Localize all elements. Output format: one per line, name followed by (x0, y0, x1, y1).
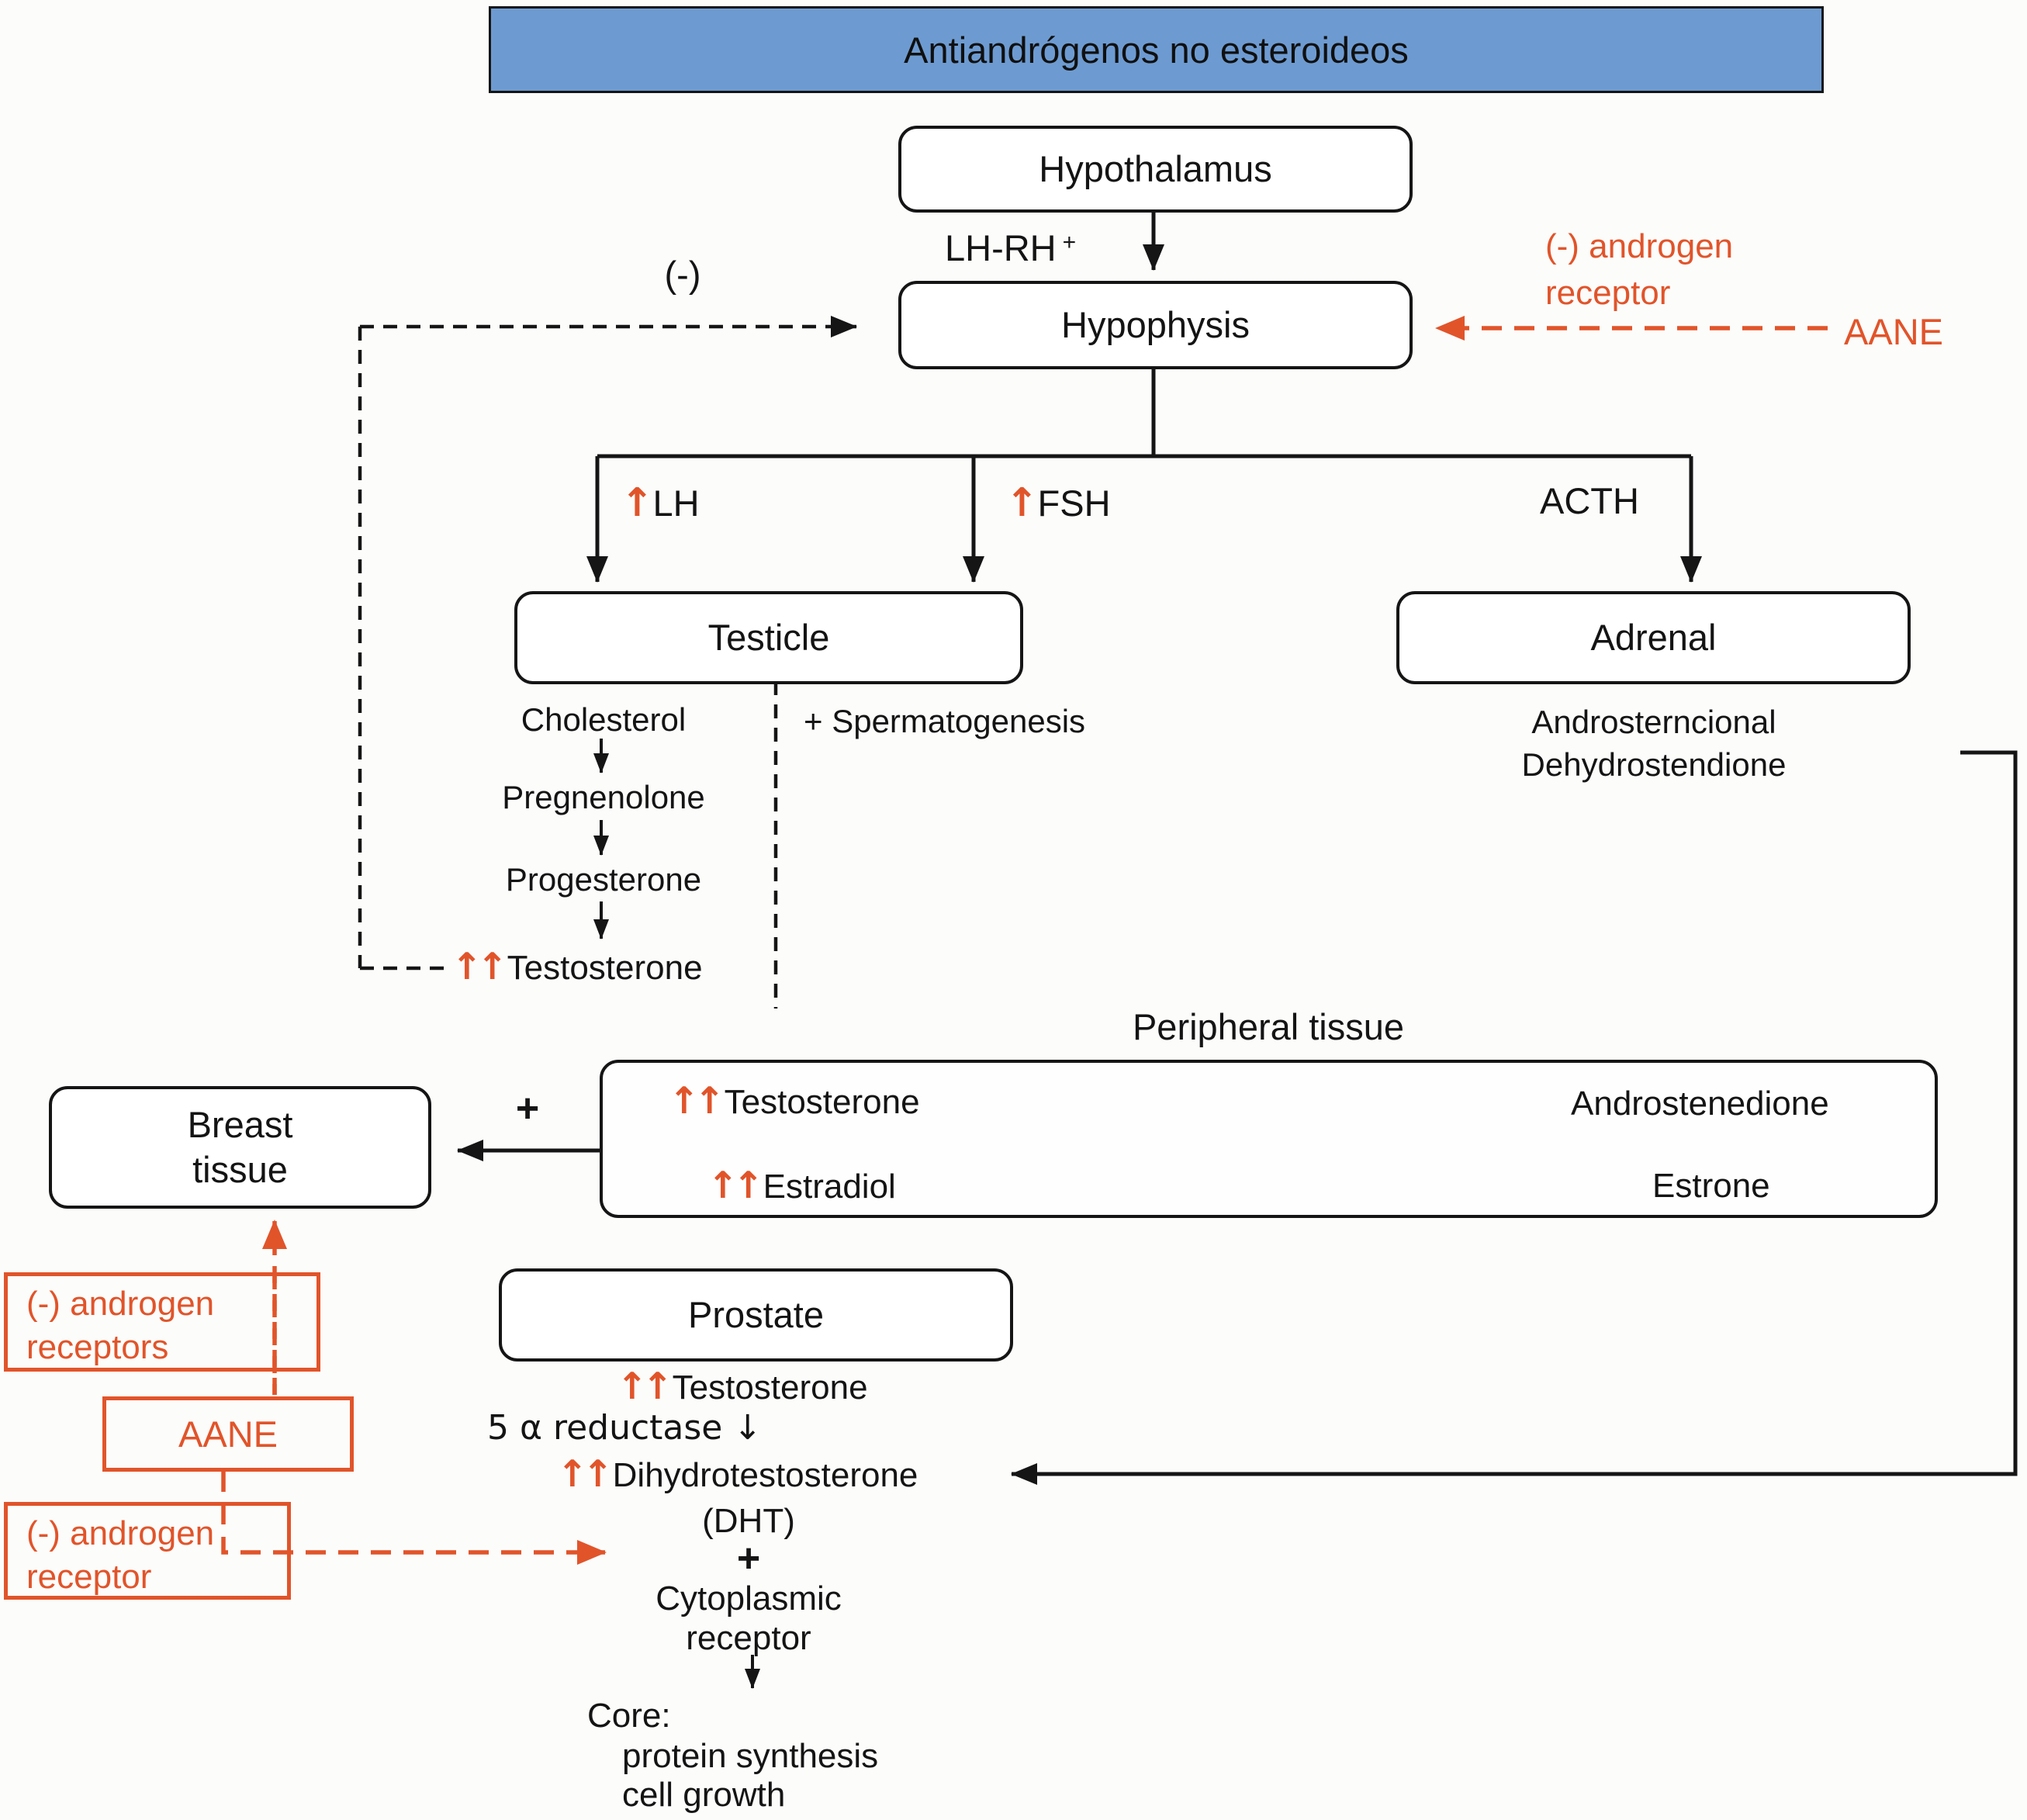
label-cell-growth-text: cell growth (622, 1776, 786, 1814)
label-estrone-text: Estrone (1652, 1167, 1770, 1205)
label-testosterone-peripheral: ↑↑Testosterone (669, 1079, 920, 1123)
label-lh-text: LH (652, 483, 700, 524)
label-acth-text: ACTH (1540, 480, 1639, 521)
label-cytoplasmic: Cytoplasmic (555, 1579, 943, 1620)
label-adrenal-products: Androsterncional Dehydrostendione (1460, 701, 1848, 786)
box-androgen-receptors-line1: (-) androgen (26, 1285, 215, 1323)
label-testosterone-testicle: ↑↑Testosterone (451, 945, 703, 989)
double-up-arrow-icon: ↑↑ (451, 946, 508, 988)
double-up-arrow-icon: ↑↑ (669, 1080, 725, 1123)
up-arrow-icon: ↑ (621, 479, 653, 525)
label-lhrh-plus: + (1062, 230, 1077, 255)
box-aane-label: AANE (178, 1413, 278, 1455)
node-adrenal: Adrenal (1396, 591, 1911, 684)
node-hypothalamus-label: Hypothalamus (1039, 147, 1272, 189)
label-plus-dht: + (710, 1535, 787, 1583)
label-estrone: Estrone (1652, 1166, 1770, 1207)
label-lh: ↑LH (621, 479, 700, 527)
title-banner: Antiandrógenos no esteroideos (489, 6, 1824, 93)
label-aane-right: AANE (1844, 310, 1943, 354)
label-plus-dht-text: + (736, 1536, 761, 1581)
node-breast-line2: tissue (192, 1149, 288, 1190)
node-testicle-label: Testicle (707, 616, 830, 658)
label-5a-reductase: 5 α reductase ↓ (487, 1408, 762, 1449)
label-pregnenolone-text: Pregnenolone (502, 779, 705, 815)
node-testicle: Testicle (514, 591, 1023, 684)
label-cell-growth: cell growth (622, 1775, 785, 1816)
node-prostate-label: Prostate (687, 1293, 825, 1335)
label-testosterone-testicle-text: Testosterone (507, 949, 703, 987)
label-androstenedione-text: Androstenedione (1571, 1085, 1829, 1123)
label-progesterone-text: Progesterone (505, 861, 702, 898)
double-up-arrow-icon: ↑↑ (617, 1365, 673, 1408)
aane-dashed-arrow-dht (221, 1472, 607, 1565)
label-negative-feedback-text: (-) (664, 254, 701, 295)
label-plus-breast-text: + (515, 1086, 540, 1131)
double-up-arrow-icon: ↑↑ (557, 1453, 614, 1496)
box-aane: AANE (102, 1396, 354, 1472)
label-progesterone: Progesterone (448, 860, 759, 899)
label-acth: ACTH (1540, 479, 1639, 523)
hypophysis-connector-rail (597, 363, 1691, 458)
box-androgen-receptors: (-) androgen receptors (4, 1272, 320, 1372)
label-dht-abbr-text: (DHT) (702, 1502, 795, 1540)
label-dht-text: Dihydrotestosterone (612, 1456, 918, 1494)
label-cytoplasmic-text: Cytoplasmic (655, 1580, 842, 1618)
node-hypophysis-label: Hypophysis (1061, 303, 1250, 345)
label-cytoplasmic-receptor: receptor (555, 1618, 943, 1659)
label-lhrh-text: LH-RH (945, 227, 1057, 268)
annotation-androgen-line1: (-) androgen (1545, 227, 1734, 265)
label-testosterone-prostate-text: Testosterone (672, 1368, 868, 1407)
label-lhrh: LH-RH+ (945, 227, 1076, 270)
page-title: Antiandrógenos no esteroideos (904, 29, 1409, 71)
node-breast-tissue: Breast tissue (49, 1086, 431, 1209)
label-5a-reductase-text: 5 α reductase ↓ (487, 1408, 763, 1448)
label-dht-abbr: (DHT) (593, 1501, 904, 1542)
feedback-dashed-vertical (358, 327, 448, 971)
label-core: Core: (587, 1696, 671, 1737)
label-protein-synthesis-text: protein synthesis (622, 1737, 879, 1775)
label-protein-synthesis: protein synthesis (622, 1736, 878, 1777)
label-core-text: Core: (587, 1697, 671, 1735)
label-plus-breast: + (496, 1085, 559, 1133)
box-androgen-receptors-line2: receptors (26, 1328, 169, 1366)
node-hypothalamus: Hypothalamus (898, 126, 1413, 213)
label-peripheral-tissue: Peripheral tissue (1074, 1005, 1462, 1049)
label-cholesterol-text: Cholesterol (521, 701, 687, 738)
annotation-androgen-receptor-right: (-) androgen receptor (1545, 223, 1733, 317)
annotation-androgen-line2: receptor (1545, 274, 1671, 312)
label-dht: ↑↑Dihydrotestosterone (557, 1452, 918, 1496)
label-testosterone-peripheral-text: Testosterone (724, 1083, 920, 1121)
label-peripheral-tissue-text: Peripheral tissue (1132, 1006, 1405, 1047)
label-pregnenolone: Pregnenolone (448, 778, 759, 817)
box-androgen-receptor-line2: receptor (26, 1558, 152, 1596)
double-up-arrow-icon: ↑↑ (707, 1164, 764, 1207)
node-hypophysis: Hypophysis (898, 281, 1413, 369)
label-testosterone-prostate: ↑↑Testosterone (617, 1365, 868, 1409)
node-prostate: Prostate (499, 1268, 1013, 1362)
label-androsterncional: Androsterncional (1531, 704, 1776, 740)
label-estradiol-text: Estradiol (763, 1168, 896, 1206)
label-spermatogenesis: + Spermatogenesis (804, 702, 1085, 741)
node-peripheral-tissue (600, 1060, 1938, 1218)
label-spermatogenesis-text: + Spermatogenesis (804, 703, 1086, 739)
box-androgen-receptor: (-) androgen receptor (4, 1502, 291, 1600)
label-negative-feedback: (-) (628, 253, 737, 296)
label-fsh-text: FSH (1037, 483, 1111, 524)
node-breast-line1: Breast (187, 1104, 293, 1145)
label-cytoplasmic-receptor-text: receptor (686, 1619, 811, 1657)
box-androgen-receptor-line1: (-) androgen (26, 1514, 215, 1552)
label-aane-right-text: AANE (1844, 311, 1943, 352)
label-fsh: ↑FSH (1005, 479, 1111, 527)
label-estradiol: ↑↑Estradiol (707, 1164, 896, 1208)
node-adrenal-label: Adrenal (1590, 616, 1717, 658)
label-cholesterol: Cholesterol (448, 701, 759, 739)
arrow-adrenal-to-dht (1011, 750, 2018, 1485)
up-arrow-icon: ↑ (1005, 479, 1038, 525)
label-dehydrostendione: Dehydrostendione (1521, 746, 1787, 783)
label-androstenedione: Androstenedione (1571, 1084, 1829, 1125)
